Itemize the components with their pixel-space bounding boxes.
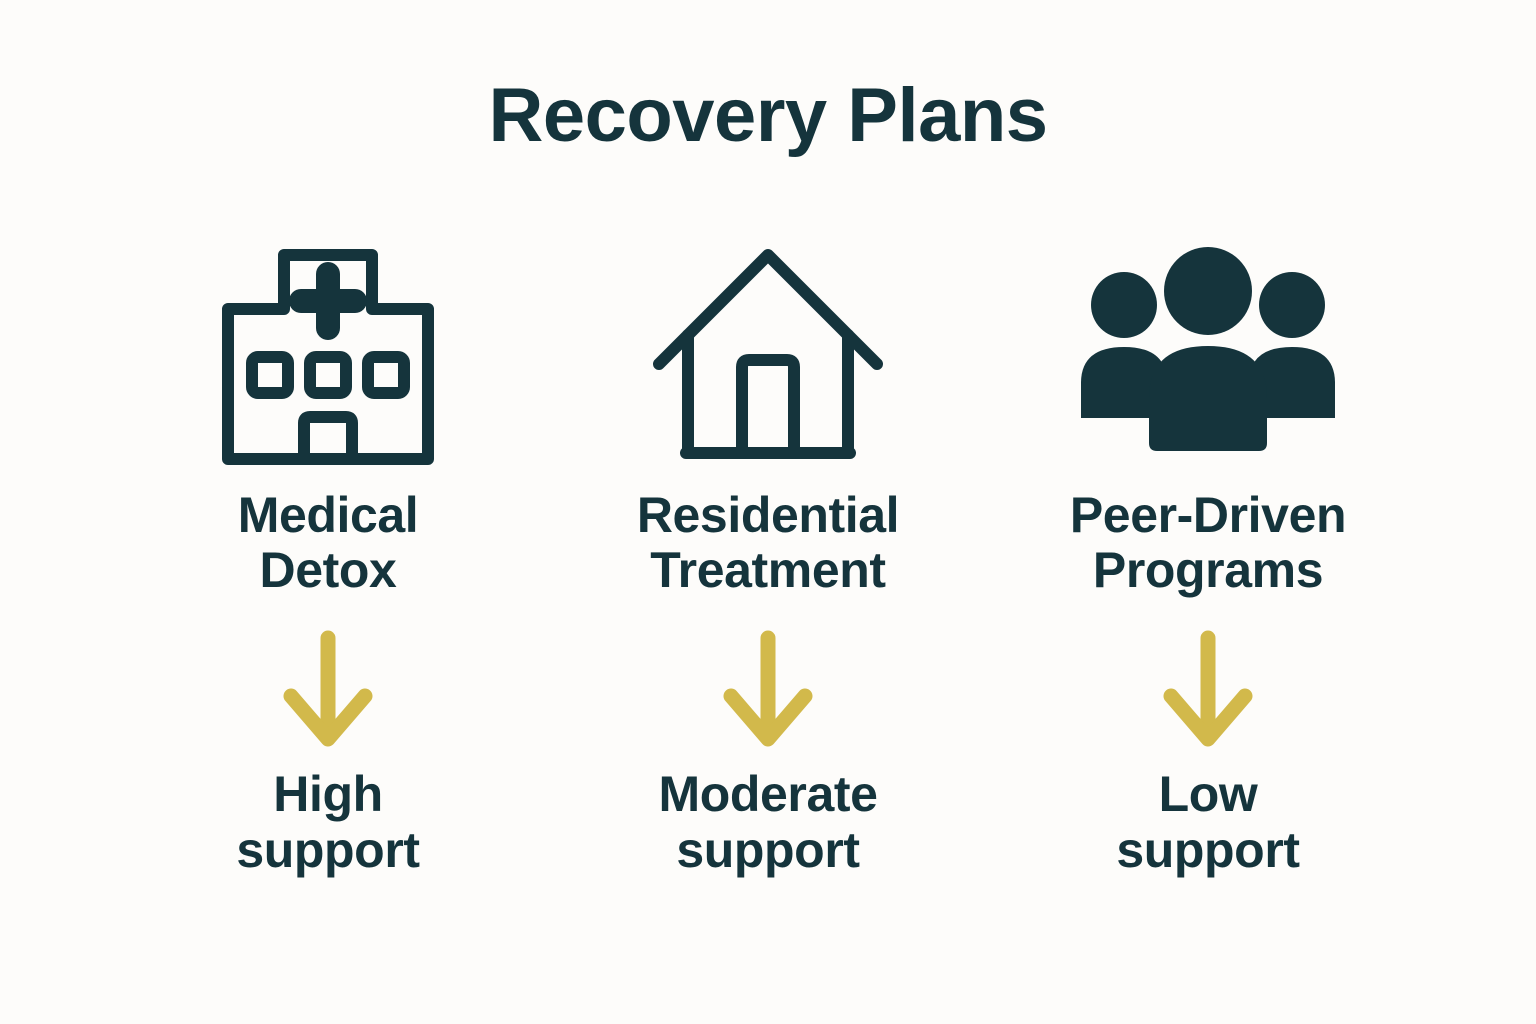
support-label-line-1: Low: [1158, 766, 1258, 822]
support-label-moderate: Moderate support: [658, 766, 877, 878]
support-label-line-1: High: [273, 766, 383, 822]
hospital-icon: [198, 238, 458, 470]
support-label-line-2: support: [1116, 822, 1300, 878]
down-arrow-icon: [281, 628, 375, 750]
down-arrow-icon: [1161, 628, 1255, 750]
plan-label-line-1: Peer-Driven: [1069, 487, 1347, 543]
down-arrow-icon: [721, 628, 815, 750]
support-label-high: High support: [236, 766, 420, 878]
plan-label-peer-driven-programs: Peer-Driven Programs: [1069, 487, 1347, 598]
plan-label-line-2: Detox: [259, 542, 397, 598]
plan-label-line-2: Treatment: [650, 542, 886, 598]
support-label-line-2: support: [236, 822, 420, 878]
plan-columns: Medical Detox High support: [118, 238, 1418, 878]
plan-label-line-1: Medical: [237, 487, 419, 543]
plan-column-peer-driven-programs: Peer-Driven Programs Low support: [998, 238, 1418, 878]
plan-label-medical-detox: Medical Detox: [238, 488, 419, 598]
plan-column-residential-treatment: Residential Treatment Moderate support: [558, 238, 978, 878]
support-label-line-1: Moderate: [658, 766, 878, 822]
plan-label-line-1: Residential: [636, 487, 900, 543]
support-label-low: Low support: [1116, 766, 1300, 878]
plan-label-line-2: Programs: [1092, 542, 1324, 598]
people-group-icon: [1078, 238, 1338, 470]
plan-column-medical-detox: Medical Detox High support: [118, 238, 538, 878]
plan-label-residential-treatment: Residential Treatment: [636, 487, 900, 598]
page-title: Recovery Plans: [488, 73, 1048, 158]
support-label-line-2: support: [676, 822, 860, 878]
house-icon: [638, 238, 898, 470]
